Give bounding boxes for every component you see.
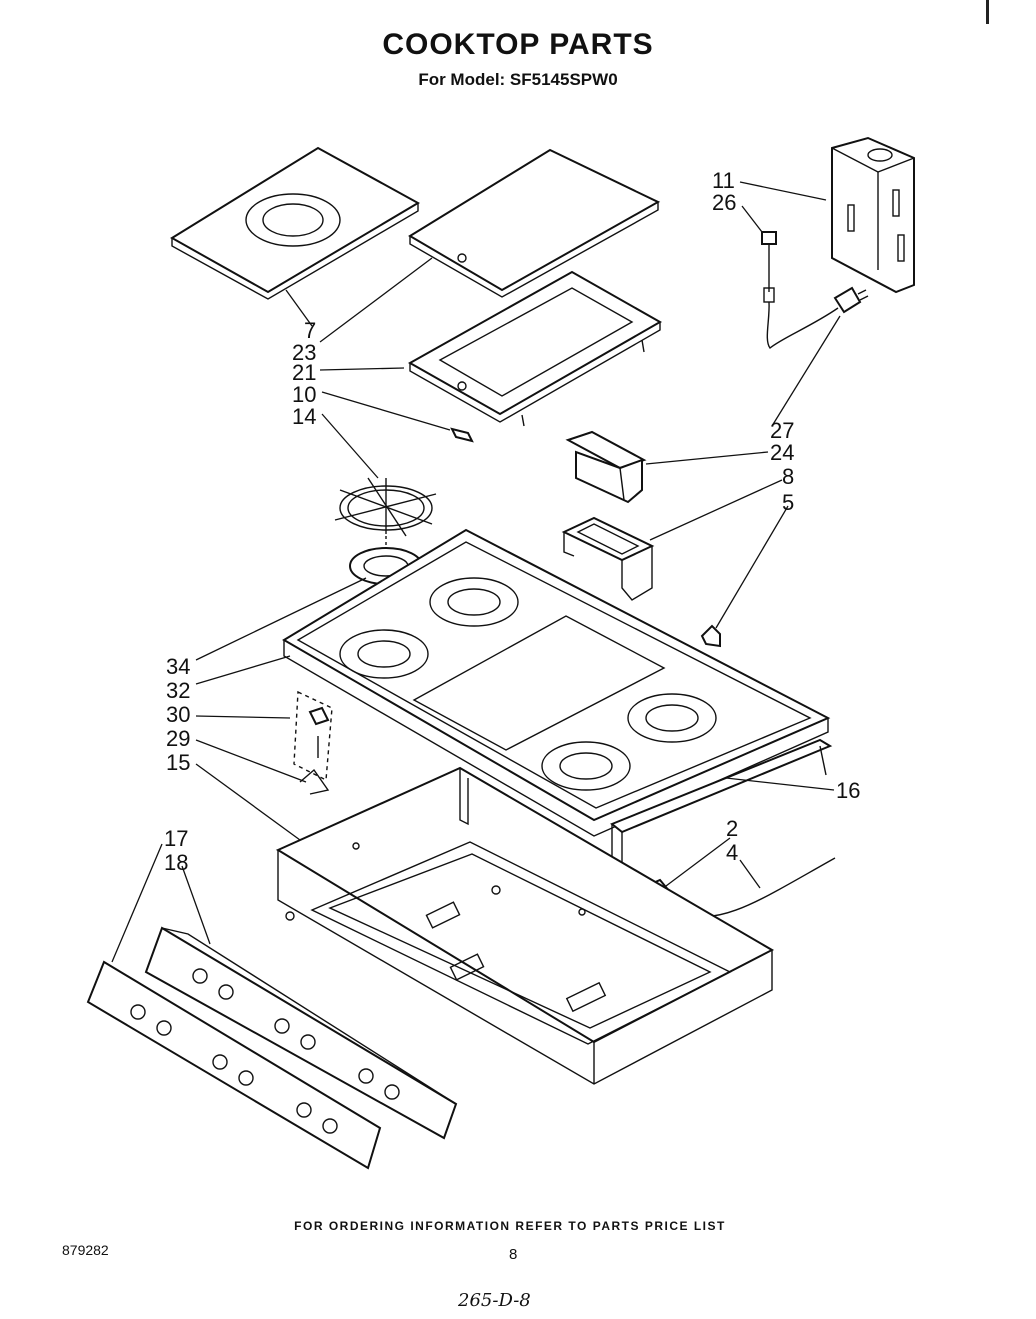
leader-lines	[111, 181, 841, 963]
tray-part	[565, 430, 647, 504]
callout-26: 26	[712, 190, 736, 215]
callout-29: 29	[166, 726, 190, 751]
valve-assembly-part	[293, 690, 333, 795]
griddle-cover-part	[408, 148, 661, 298]
retainer-clip-part	[700, 624, 721, 648]
callout-34: 34	[166, 654, 190, 679]
clip-part	[450, 427, 474, 443]
griddle-frame-part	[407, 270, 663, 427]
model-subtitle: For Model: SF5145SPW0	[418, 70, 618, 89]
spacer-bracket-part	[561, 516, 655, 601]
ordering-note: FOR ORDERING INFORMATION REFER TO PARTS …	[294, 1219, 726, 1233]
callout-16: 16	[836, 778, 860, 803]
callout-24: 24	[770, 440, 794, 465]
callout-27: 27	[770, 418, 794, 443]
callout-11: 11	[712, 168, 735, 193]
callout-4: 4	[726, 840, 738, 865]
document-number: 879282	[62, 1242, 109, 1258]
callout-18: 18	[164, 850, 188, 875]
callout-21: 21	[292, 360, 316, 385]
back-bracket-part	[831, 136, 915, 294]
burner-box-part	[275, 766, 775, 1085]
page-title: COOKTOP PARTS	[382, 28, 654, 61]
cooktop-part	[282, 528, 831, 837]
control-panel-part	[144, 926, 458, 1140]
callout-2: 2	[726, 816, 738, 841]
callout-8: 8	[782, 464, 794, 489]
callout-labels: 11 26 7 23 21 10 14 27 24 8 5 34 32 30 2…	[164, 168, 860, 875]
callout-7: 7	[304, 318, 316, 343]
panel-trim-part	[86, 960, 382, 1170]
callout-17: 17	[164, 826, 188, 851]
page-number: 8	[509, 1246, 518, 1263]
callout-32: 32	[166, 678, 190, 703]
grommet-part	[761, 231, 777, 303]
callout-30: 30	[166, 702, 190, 727]
callout-14: 14	[292, 404, 316, 429]
wire-harness-part	[766, 286, 869, 350]
callout-5: 5	[782, 490, 794, 515]
callout-15: 15	[166, 750, 190, 775]
burner-grate-part	[334, 477, 437, 537]
front-trim-part	[610, 738, 833, 870]
handwritten-note: 265-D-8	[458, 1290, 531, 1311]
callout-10: 10	[292, 382, 316, 407]
cover-panel-part	[170, 146, 421, 300]
callout-23: 23	[292, 340, 316, 365]
scan-edge-mark	[986, 0, 989, 24]
